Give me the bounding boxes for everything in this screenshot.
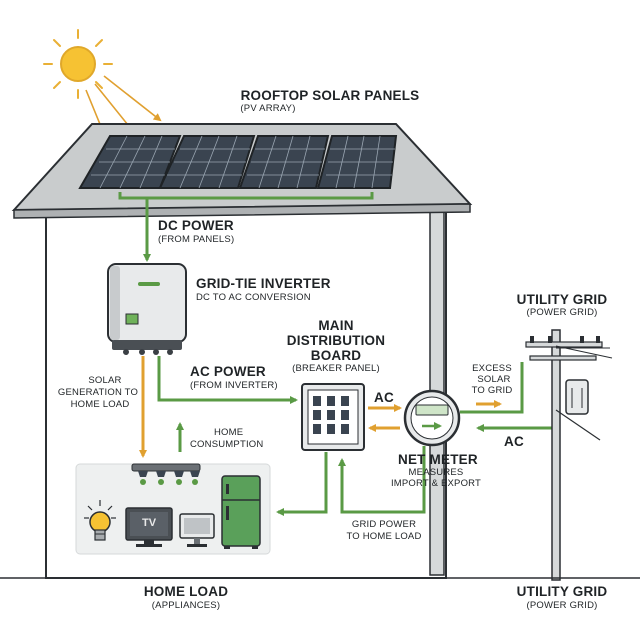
solar-panel-4 (316, 135, 398, 189)
utility-grid-bottom-title: UTILITY GRID (516, 584, 608, 599)
ac-power-subtitle: (FROM INVERTER) (190, 380, 278, 391)
excess-to-grid-line (460, 362, 524, 414)
dc-power-subtitle: (FROM PANELS) (158, 234, 235, 245)
solar-panel-array (78, 135, 398, 189)
mdb-title-line-3: BOARD (310, 348, 362, 363)
home-load-title: HOME LOAD (143, 584, 229, 599)
ac-label-grid: AC (504, 434, 524, 449)
distribution-board (301, 383, 365, 451)
grid-power-line (338, 446, 426, 514)
ac-power-line (157, 356, 298, 404)
tv-label: TV (142, 517, 157, 529)
utility-grid-top-subtitle: (POWER GRID) (526, 307, 598, 318)
net-meter (403, 389, 461, 447)
solar-panel-1 (78, 135, 182, 189)
mdb-title-line-2: DISTRIBUTION (286, 333, 386, 348)
ceiling-light-icon (131, 463, 201, 485)
solar-panels-title: ROOFTOP SOLAR PANELS (240, 88, 420, 103)
sun-icon (43, 29, 113, 99)
home-consumption-label-2: CONSUMPTION (190, 439, 264, 450)
solar-generation-label-3: HOME LOAD (70, 399, 130, 410)
solar-panels-subtitle: (PV ARRAY) (240, 103, 296, 114)
utility-pole (525, 329, 613, 581)
solar-generation-label-2: GENERATION TO (57, 387, 139, 398)
home-load-subtitle: (APPLIANCES) (151, 600, 221, 611)
inverter (107, 263, 187, 355)
fridge-icon (221, 475, 261, 549)
net-meter-subtitle-2: IMPORT & EXPORT (390, 478, 482, 489)
net-meter-title: NET METER (398, 452, 478, 467)
solar-panel-2 (158, 135, 256, 189)
light-bulb-icon (84, 500, 116, 541)
mdb-subtitle: (BREAKER PANEL) (292, 363, 380, 374)
tv-icon (125, 507, 173, 547)
panel-bus-wire (118, 192, 374, 200)
dc-power-title: DC POWER (158, 218, 234, 233)
ac-power-title: AC POWER (190, 364, 266, 379)
excess-solar-label-1: EXCESS (472, 363, 512, 374)
solar-generation-label-1: SOLAR (88, 375, 122, 386)
excess-solar-label-3: TO GRID (471, 385, 513, 396)
net-meter-subtitle-1: MEASURES (408, 467, 464, 478)
grid-power-label-1: GRID POWER (351, 519, 417, 530)
mdb-title-line-1: MAIN (318, 318, 354, 333)
utility-grid-bottom-subtitle: (POWER GRID) (526, 600, 598, 611)
inverter-subtitle: DC TO AC CONVERSION (196, 292, 311, 303)
utility-grid-top-title: UTILITY GRID (516, 292, 608, 307)
inverter-title: GRID-TIE INVERTER (196, 276, 331, 291)
mdb-to-load-line (276, 452, 328, 516)
solar-panel-3 (238, 135, 330, 189)
excess-solar-label-2: SOLAR (477, 374, 511, 385)
home-consumption-label-1: HOME (214, 427, 244, 438)
grid-power-label-2: TO HOME LOAD (346, 531, 422, 542)
ac-label-meter: AC (374, 390, 394, 405)
monitor-icon (179, 513, 215, 547)
